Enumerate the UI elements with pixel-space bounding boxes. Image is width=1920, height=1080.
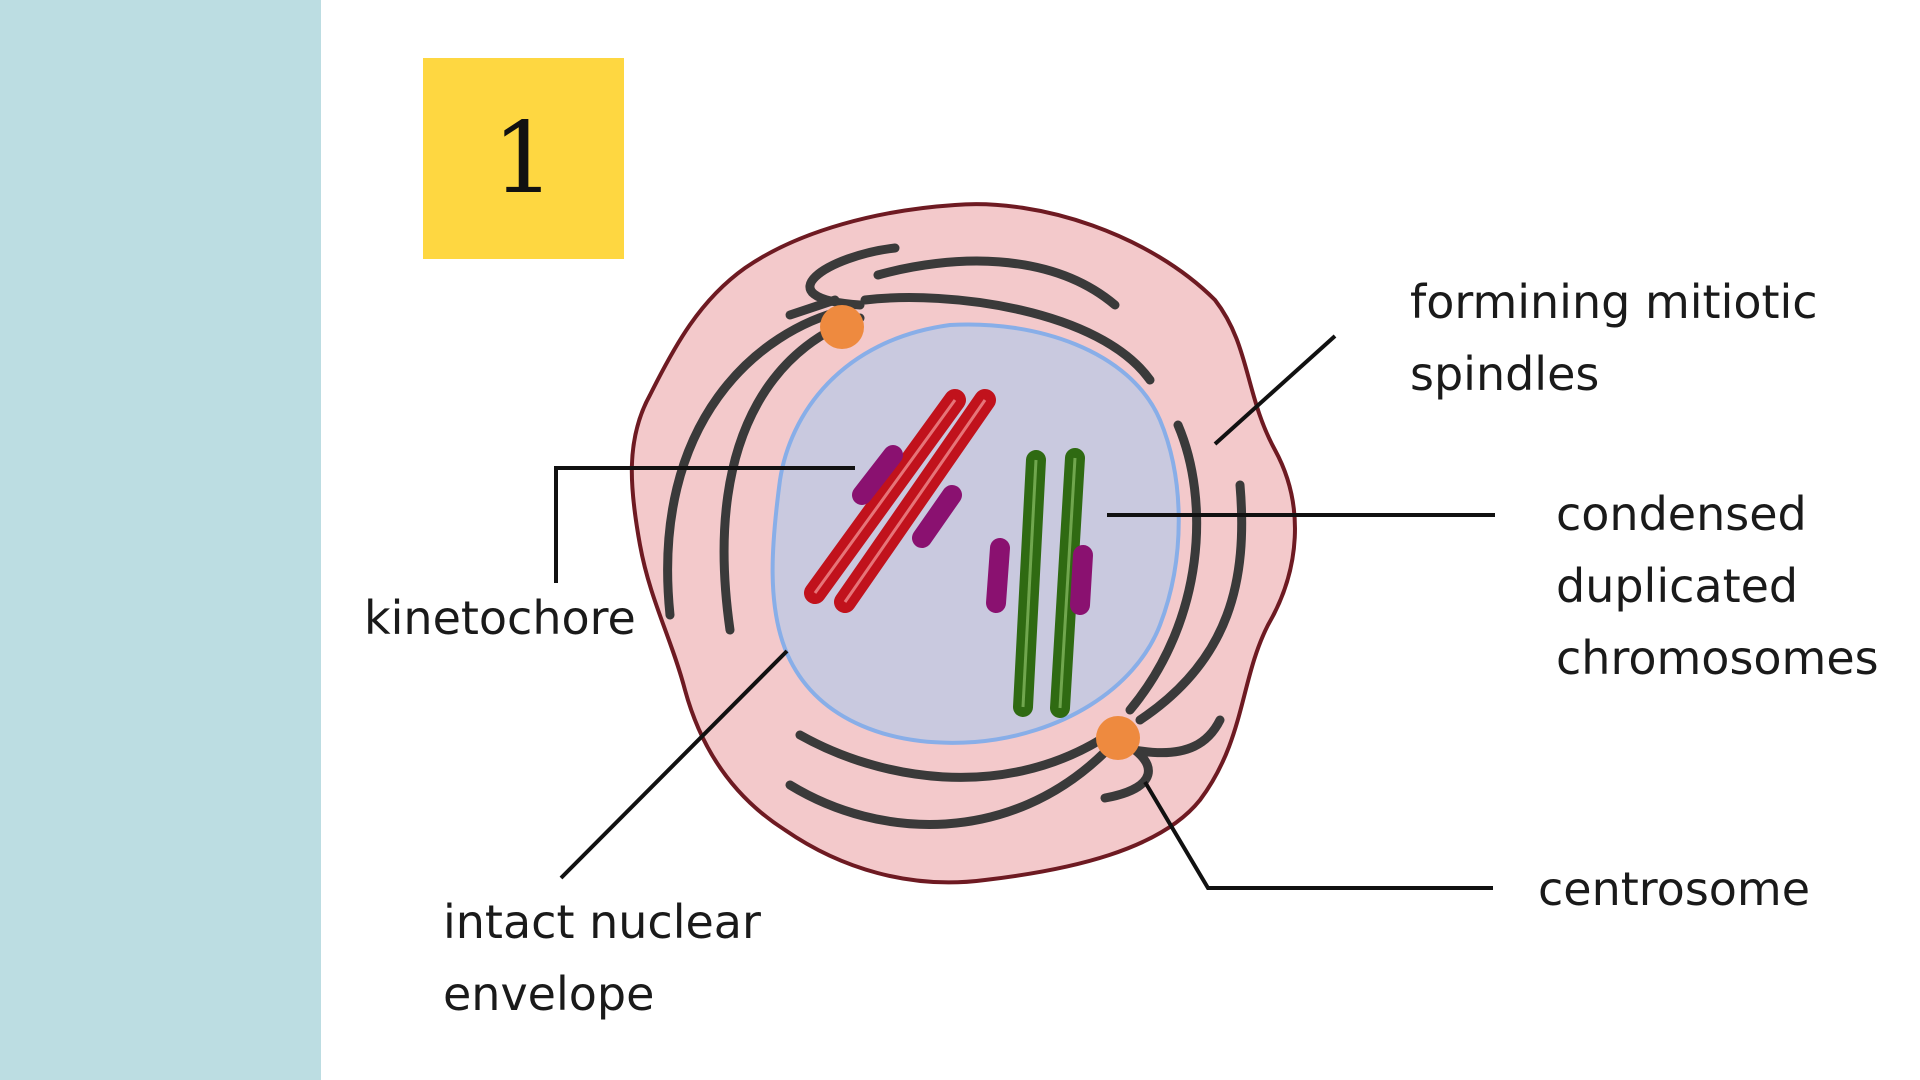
spindle-fiber	[663, 305, 850, 620]
leader-lines	[554, 334, 1495, 890]
side-panel	[0, 0, 321, 1080]
kinetochore-leader	[554, 466, 855, 583]
spindle-fiber	[1125, 420, 1202, 715]
label-line: chromosomes	[1556, 631, 1879, 685]
spindle-fiber	[860, 293, 1155, 385]
kinetochores	[852, 445, 1093, 615]
kinetochore-label: kinetochore	[364, 582, 636, 654]
kinetochore-mark	[852, 445, 903, 505]
label-line: envelope	[443, 967, 655, 1021]
label-line: intact nuclear	[443, 895, 761, 949]
centrosome-label: centrosome	[1538, 853, 1810, 925]
label-line: centrosome	[1538, 862, 1811, 916]
step-number: 1	[492, 101, 555, 216]
kinetochore-mark	[1070, 545, 1093, 615]
spindle-fiber	[1100, 745, 1153, 803]
nuclear-envelope-label: intact nuclear envelope	[443, 886, 761, 1030]
envelope-leader	[559, 649, 789, 880]
kinetochore-mark	[986, 538, 1010, 613]
nucleus	[770, 322, 1181, 745]
spindle-fiber	[1135, 480, 1247, 725]
spindle-fiber	[785, 747, 1110, 829]
label-line: kinetochore	[364, 591, 636, 645]
label-line: formining mitiotic	[1410, 275, 1818, 329]
step-badge: 1	[423, 58, 624, 259]
label-line: spindles	[1410, 347, 1600, 401]
chromatid-highlight	[1021, 457, 1077, 709]
label-line: duplicated	[1556, 559, 1799, 613]
centrosome-leader	[1143, 780, 1493, 890]
label-line: condensed	[1556, 487, 1807, 541]
spindle-fiber	[795, 730, 1105, 782]
spindles-label: formining mitiotic spindles	[1410, 266, 1818, 410]
centrosome	[820, 305, 864, 349]
chromatid-highlight	[813, 399, 987, 603]
chromosomes-label: condensed duplicated chromosomes	[1556, 478, 1879, 694]
kinetochore-mark	[912, 485, 962, 548]
spindles-leader	[1213, 334, 1337, 446]
centrosome	[1096, 716, 1140, 760]
spindle-fiber	[785, 295, 840, 320]
spindle-fiber	[873, 256, 1120, 310]
spindle-fiber	[1130, 715, 1225, 758]
